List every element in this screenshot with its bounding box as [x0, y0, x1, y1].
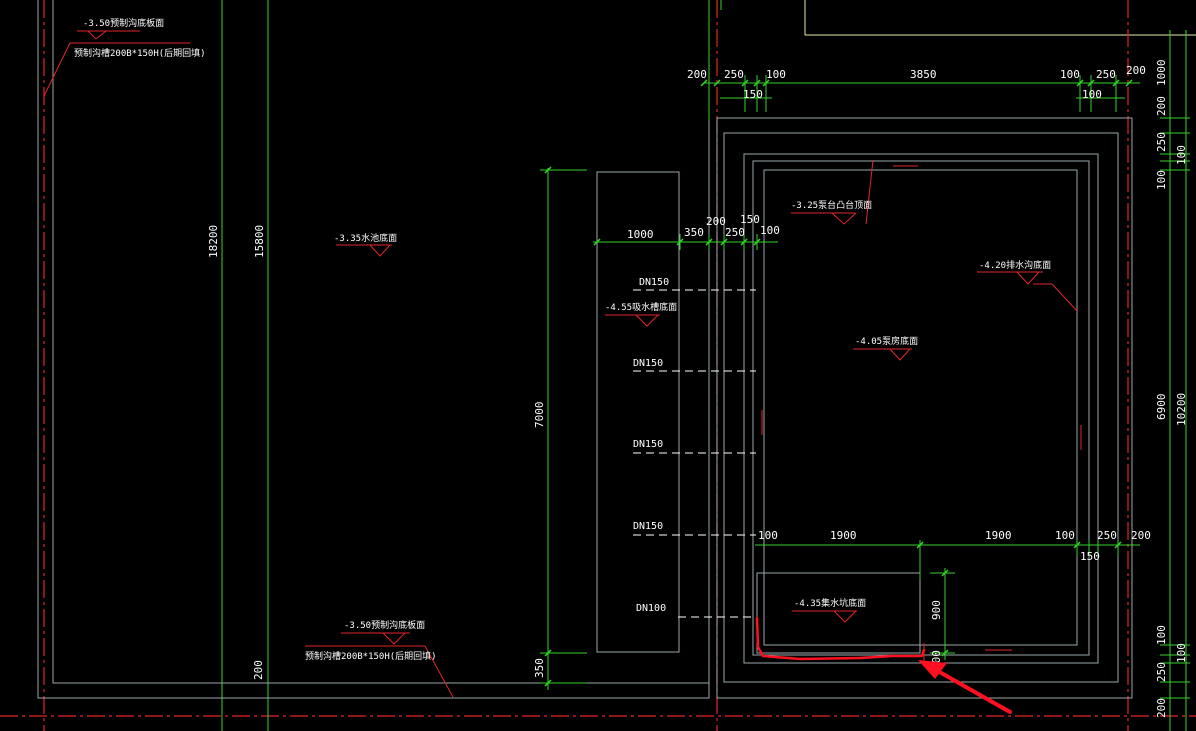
pipes [633, 289, 756, 618]
dim-left-18200: 18200 [207, 225, 220, 258]
markup-arrow [918, 660, 1012, 714]
pump-room-walls [716, 117, 1133, 699]
level-note-top-left-trench: 预制沟槽200B*150H(后期回填) [74, 47, 206, 59]
dim-right-100d: 100 [1175, 643, 1188, 663]
water-tank [596, 171, 680, 653]
pipe-label-dn100: DN100 [636, 603, 666, 614]
dimension-text-tank: 1000 350 200 250 150 100 7000 350 [533, 213, 780, 678]
level-note-pool: -3.35水池底面 [334, 232, 397, 244]
dim-tank-350b: 350 [533, 658, 546, 678]
dimension-text-right: 1000 200 250 100 100 6900 10200 100 100 … [1155, 60, 1188, 719]
dim-pit-150: 150 [1080, 550, 1100, 563]
dim-right-100: 100 [1175, 145, 1188, 165]
dim-top-200: 200 [687, 68, 707, 81]
dim-pit-100b: 100 [1055, 529, 1075, 542]
level-note-suction-trough: -4.55吸水槽底面 [605, 301, 677, 313]
pipe-labels: DN150 DN150 DN150 DN150 DN100 [633, 277, 669, 614]
dim-tank-350: 350 [684, 226, 704, 239]
site-boundary-line [804, 0, 1196, 36]
dimension-ticks [544, 79, 1133, 687]
dim-left-15800: 15800 [253, 225, 266, 258]
dim-right-250: 250 [1155, 132, 1168, 152]
dim-pit-250: 250 [1097, 529, 1117, 542]
dim-tank-100: 100 [760, 224, 780, 237]
level-note-bottom: -3.50预制沟底板面 [344, 619, 425, 631]
dim-pit-900: 900 [930, 600, 943, 620]
level-note-bottom-trench: 预制沟槽200B*150H(后期回填) [305, 650, 437, 662]
dim-tank-7000: 7000 [533, 402, 546, 429]
collection-pit [756, 572, 921, 654]
dim-tank-250: 250 [725, 226, 745, 239]
dim-right-100c: 100 [1155, 625, 1168, 645]
dim-top-150: 150 [743, 88, 763, 101]
pipe-label-dn150-1: DN150 [639, 277, 669, 288]
dim-top-3850: 3850 [910, 68, 937, 81]
pipe-label-dn150-3: DN150 [633, 439, 663, 450]
level-note-pump-room: -4.05泵房底面 [855, 335, 918, 347]
markup-highlight [755, 616, 926, 661]
dim-right-100b: 100 [1155, 170, 1168, 190]
level-note-collection-pit: -4.35集水坑底面 [794, 597, 866, 609]
dim-top-100c: 100 [1082, 88, 1102, 101]
dimension-text-top: 200 250 100 150 3850 100 100 250 200 [687, 64, 1146, 101]
dim-pit-1900b: 1900 [985, 529, 1012, 542]
pipe-label-dn150-2: DN150 [633, 358, 663, 369]
dim-pit-1900: 1900 [830, 529, 857, 542]
dim-pit-100: 100 [758, 529, 778, 542]
dim-top-100b: 100 [1060, 68, 1080, 81]
left-room-walls [37, 0, 710, 699]
dim-top-100: 100 [766, 68, 786, 81]
level-note-top-left: -3.50预制沟底板面 [83, 17, 164, 29]
level-note-pump-platform: -3.25泵台凸台顶面 [791, 199, 872, 211]
dim-left-200: 200 [252, 660, 265, 680]
dim-right-200: 200 [1155, 96, 1168, 116]
extension-lines [221, 0, 1187, 731]
dim-pit-200: 200 [1131, 529, 1151, 542]
dim-right-200b: 200 [1155, 698, 1168, 718]
dim-right-1000: 1000 [1155, 60, 1168, 87]
level-annotations: -3.50预制沟底板面 预制沟槽200B*150H(后期回填) -3.35水池底… [43, 17, 1082, 698]
dim-top-200b: 200 [1126, 64, 1146, 77]
dim-tank-200: 200 [706, 215, 726, 228]
dim-tank-150: 150 [740, 213, 760, 226]
dim-tank-1000: 1000 [627, 228, 654, 241]
dim-right-10200: 10200 [1175, 393, 1188, 426]
dim-top-250b: 250 [1096, 68, 1116, 81]
dimension-text-pit: 100 1900 1900 100 250 200 150 900 100 [758, 529, 1151, 670]
dim-top-250: 250 [724, 68, 744, 81]
pipe-label-dn150-4: DN150 [633, 521, 663, 532]
level-note-drain-ditch: -4.20排水沟底面 [979, 259, 1051, 271]
dimension-text-left: 18200 15800 200 [207, 225, 266, 680]
dim-right-250b: 250 [1155, 662, 1168, 682]
dim-right-6900: 6900 [1155, 394, 1168, 421]
